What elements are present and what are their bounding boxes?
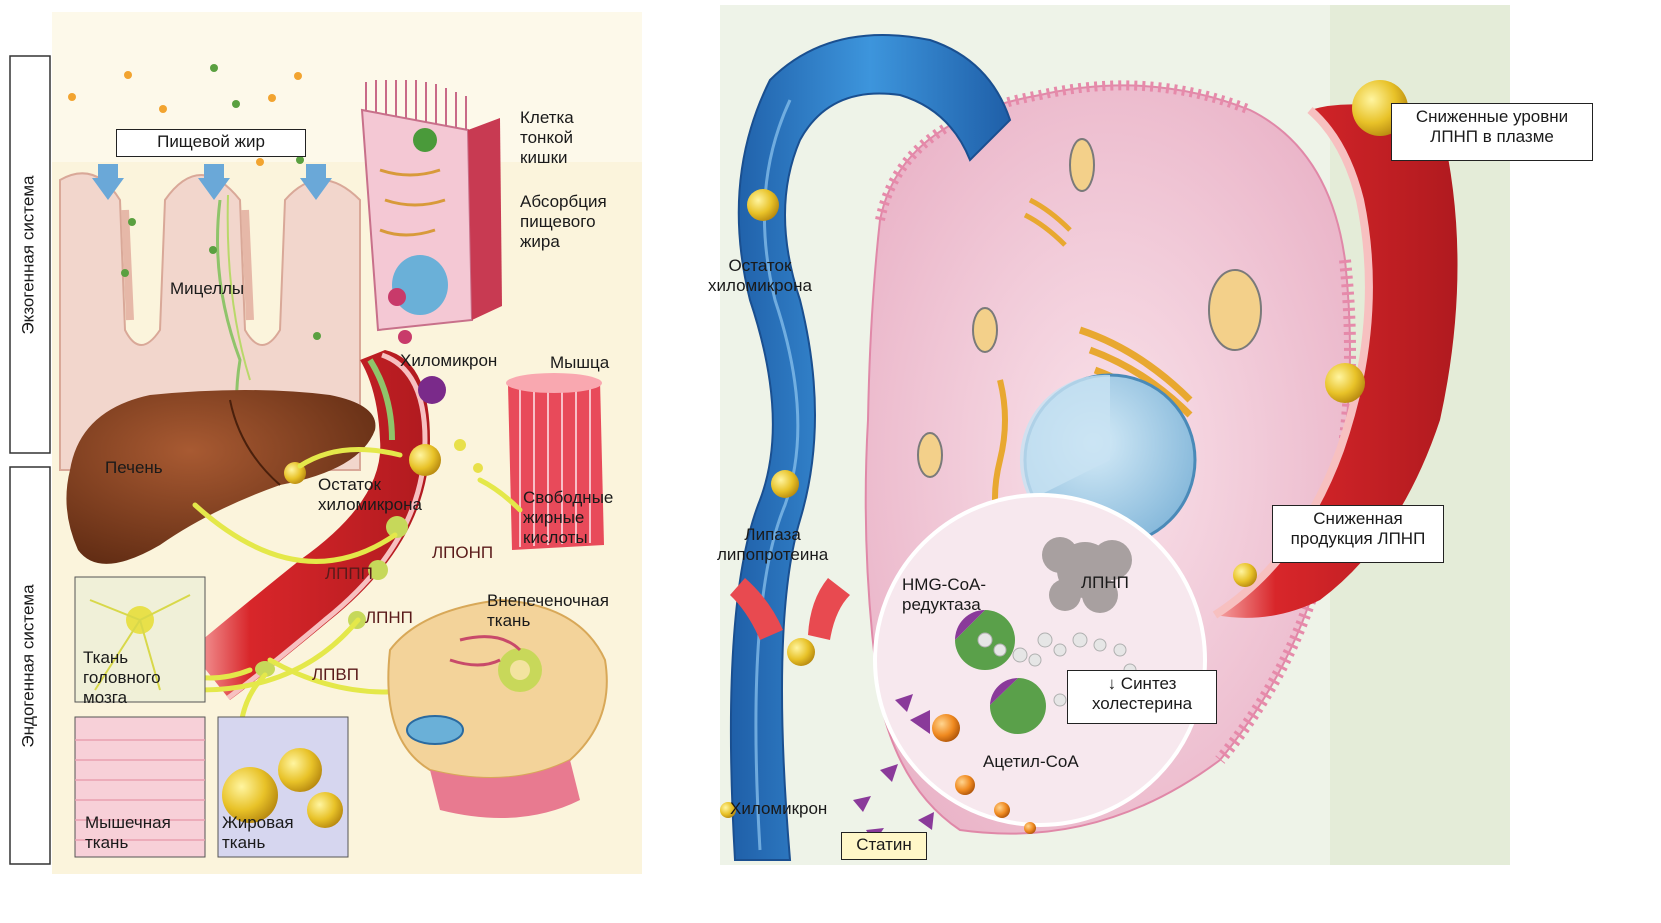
fat-absorption-label: Абсорбция пищевого жира (520, 192, 607, 252)
cholesterol-synthesis-label: ↓ Синтез холестерина (1067, 670, 1217, 724)
acetyl-coa-label: Ацетил-CoA (983, 752, 1079, 772)
hmg-coa-label: HMG-CoA- редуктаза (902, 575, 986, 615)
micelles-label: Мицеллы (170, 279, 244, 299)
exogenous-system-label: Экзогенная система (19, 57, 41, 454)
liver-label: Печень (105, 458, 163, 478)
endogenous-system-label: Эндогенная система (19, 468, 41, 865)
ldl-label-left: ЛПНП (365, 608, 413, 628)
ldl-label-right: ЛПНП (1081, 573, 1129, 593)
lipoprotein-lipase-label: Липаза липопротеина (717, 525, 828, 565)
muscle-label: Мышца (550, 353, 609, 373)
chylomicron-label-left: Хиломикрон (400, 351, 497, 371)
dietary-fat-label: Пищевой жир (116, 129, 306, 157)
reduced-ldl-production-label: Сниженная продукция ЛПНП (1272, 505, 1444, 563)
hdl-label: ЛПВП (312, 665, 359, 685)
vldl-label: ЛПОНП (432, 543, 493, 563)
chylomicron-label-right: Хиломикрон (730, 799, 827, 819)
brain-tissue-label: Ткань головного мозга (83, 648, 161, 708)
idl-label: ЛППП (325, 564, 373, 584)
chylomicron-remnant-label-right: Остаток хиломикрона (708, 256, 812, 296)
intestinal-cell-label: Клетка тонкой кишки (520, 108, 574, 168)
reduced-ldl-plasma-label: Сниженные уровни ЛПНП в плазме (1391, 103, 1593, 161)
extrahepatic-tissue-label: Внепеченочная ткань (487, 591, 609, 631)
free-fatty-acids-label: Свободные жирные кислоты (523, 488, 613, 548)
adipose-tissue-label: Жировая ткань (222, 813, 294, 853)
chylomicron-remnant-label-left: Остаток хиломикрона (318, 475, 422, 515)
statin-label: Статин (841, 832, 927, 860)
muscle-tissue-label: Мышечная ткань (85, 813, 171, 853)
